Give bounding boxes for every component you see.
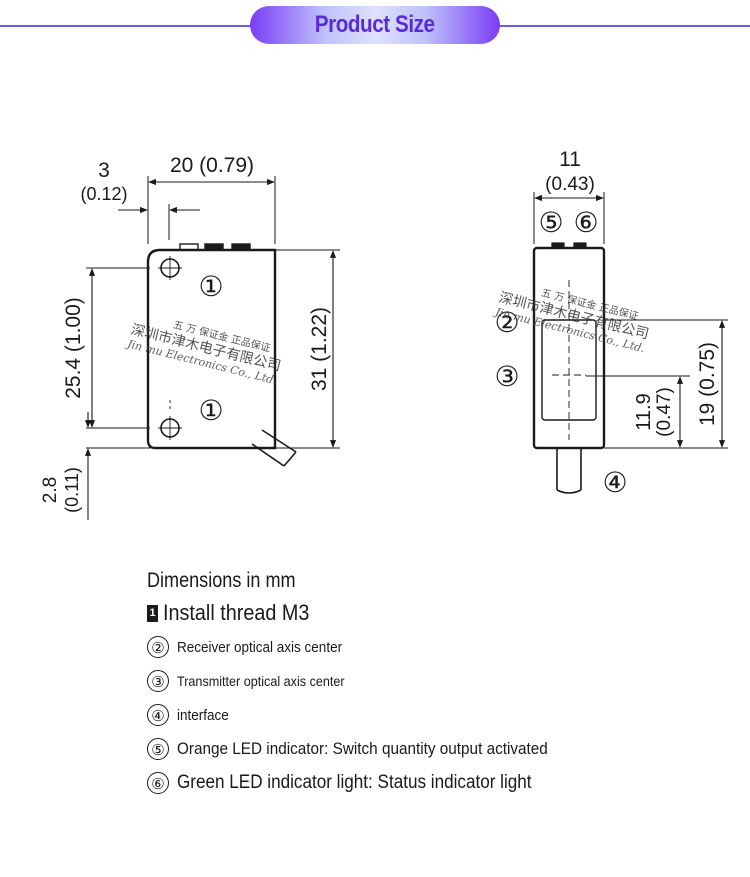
legend-thread-label: Install thread M3 [163,600,310,625]
front-bottom-offset-inch: (0.11) [62,467,82,513]
legend-item-label: interface [177,706,229,724]
front-bottom-offset-label: 2.8 [40,477,61,503]
side-cable [556,448,582,494]
page-title: Product Size [315,11,435,38]
front-width-label: 20 (0.79) [170,154,254,177]
side-total-height-label: 19 (0.75) [696,342,719,426]
legend-item-marker: ④ [147,704,169,726]
watermark-right: 五 万 保证金 正品保证 深圳市津木电子有限公司 Jin mu Electron… [492,286,651,355]
legend-item: ② Receiver optical axis center [147,630,707,664]
side-view [532,192,728,494]
legend-item-marker: ② [147,636,169,658]
front-body-outline [146,248,277,450]
legend-thread-row: 1 Install thread M3 [147,596,707,630]
legend-item-marker: ⑥ [147,772,169,794]
side-mark-2: ② [494,307,519,338]
legend-item: ③ Transmitter optical axis center [147,664,707,698]
front-hole-spacing-label: 25.4 (1.00) [62,297,85,399]
legend-title: Dimensions in mm [147,569,296,592]
legend-item: ⑥ Green LED indicator light: Status indi… [147,766,707,800]
legend: Dimensions in mm 1 Install thread M3 ② R… [147,566,707,800]
front-offset-label: 3 [98,159,110,182]
legend-thread-marker: 1 [147,604,158,622]
side-axis-height-label: 11.9 [633,393,655,430]
side-mark-4: ④ [602,467,627,498]
legend-item-label: Receiver optical axis center [177,638,343,656]
front-top-tab-1 [179,243,199,251]
side-mark-3: ③ [494,361,519,392]
header-banner: Product Size [250,6,500,44]
front-mark-top: ① [198,271,223,302]
front-offset-label-inch: (0.12) [80,184,127,204]
legend-item-marker: ③ [147,670,169,692]
legend-item-label: Orange LED indicator: Switch quantity ou… [177,739,548,758]
front-mark-bottom: ① [198,395,223,426]
front-top-tab-2 [204,243,224,251]
side-top-led-right [573,242,587,249]
front-height-label: 31 (1.22) [308,307,331,391]
side-body-outline [532,246,606,450]
side-axis-height-inch: (0.47) [654,387,675,437]
header-rule-right [492,25,750,27]
legend-item-label: Transmitter optical axis center [177,673,345,689]
header-rule-left [0,25,258,27]
legend-item-marker: ⑤ [147,738,169,760]
side-mark-6: ⑥ [573,207,598,238]
legend-item-label: Green LED indicator light: Status indica… [177,772,532,793]
side-mark-5: ⑤ [538,207,563,238]
side-width-label: 11 [559,148,581,171]
legend-item: ⑤ Orange LED indicator: Switch quantity … [147,732,707,766]
legend-item: ④ interface [147,698,707,732]
front-top-tab-3 [231,243,251,251]
side-width-label-inch: (0.43) [545,174,595,195]
dimension-drawing: 3 (0.12) 20 (0.79) ① ① 25.4 (1.00) 31 (1… [40,148,728,520]
side-top-led-left [551,242,565,249]
front-view [84,176,340,520]
